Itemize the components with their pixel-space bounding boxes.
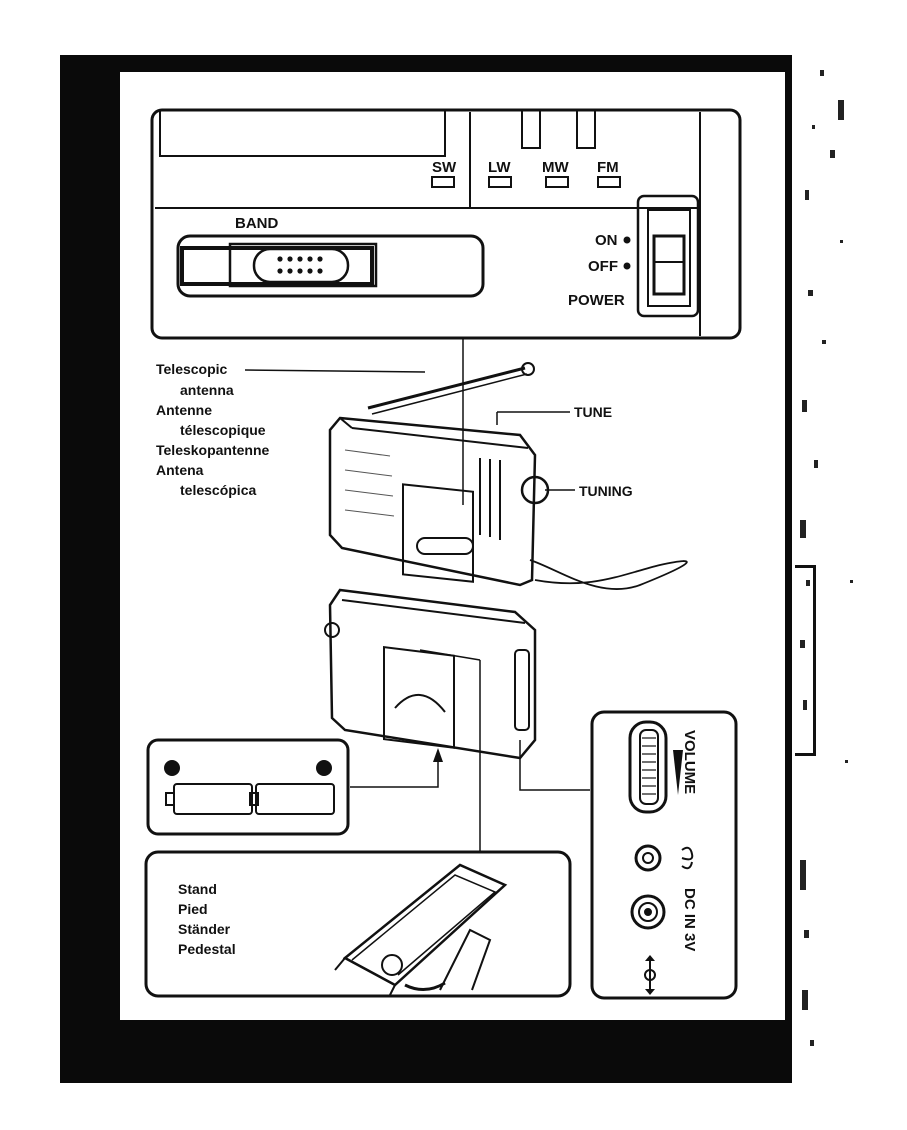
power-off-label: OFF xyxy=(588,259,618,274)
antenna-label-en-2: antenna xyxy=(180,383,234,397)
power-on-label: ON xyxy=(595,233,618,248)
stand-label-en: Stand xyxy=(178,882,217,896)
stand-label-de: Ständer xyxy=(178,922,230,936)
band-sw-label: SW xyxy=(432,160,456,175)
tune-label: TUNE xyxy=(574,405,612,419)
antenna-label-es-1: Antena xyxy=(156,463,203,477)
radio-front-view xyxy=(330,363,687,589)
antenna-label-fr-2: télescopique xyxy=(180,423,266,437)
antenna-label-fr-1: Antenne xyxy=(156,403,212,417)
band-fm-label: FM xyxy=(597,160,619,175)
band-mw-label: MW xyxy=(542,160,569,175)
radio-back-view xyxy=(325,590,535,758)
battery-panel xyxy=(148,740,348,834)
volume-label: VOLUME xyxy=(681,730,698,794)
band-selector-label: BAND xyxy=(235,216,278,231)
power-label: POWER xyxy=(568,293,625,308)
leader-lines xyxy=(245,338,590,852)
antenna-label-en-1: Telescopic xyxy=(156,362,227,376)
stand-label-es: Pedestal xyxy=(178,942,236,956)
scan-speckle xyxy=(800,60,860,1070)
antenna-label-es-2: telescópica xyxy=(180,483,256,497)
dc-in-label: DC IN 3V xyxy=(681,888,698,951)
antenna-label-de: Teleskopantenne xyxy=(156,443,269,457)
stand-label-fr: Pied xyxy=(178,902,208,916)
jack-panel xyxy=(592,712,736,998)
band-lw-label: LW xyxy=(488,160,511,175)
tuning-label: TUNING xyxy=(579,484,633,498)
